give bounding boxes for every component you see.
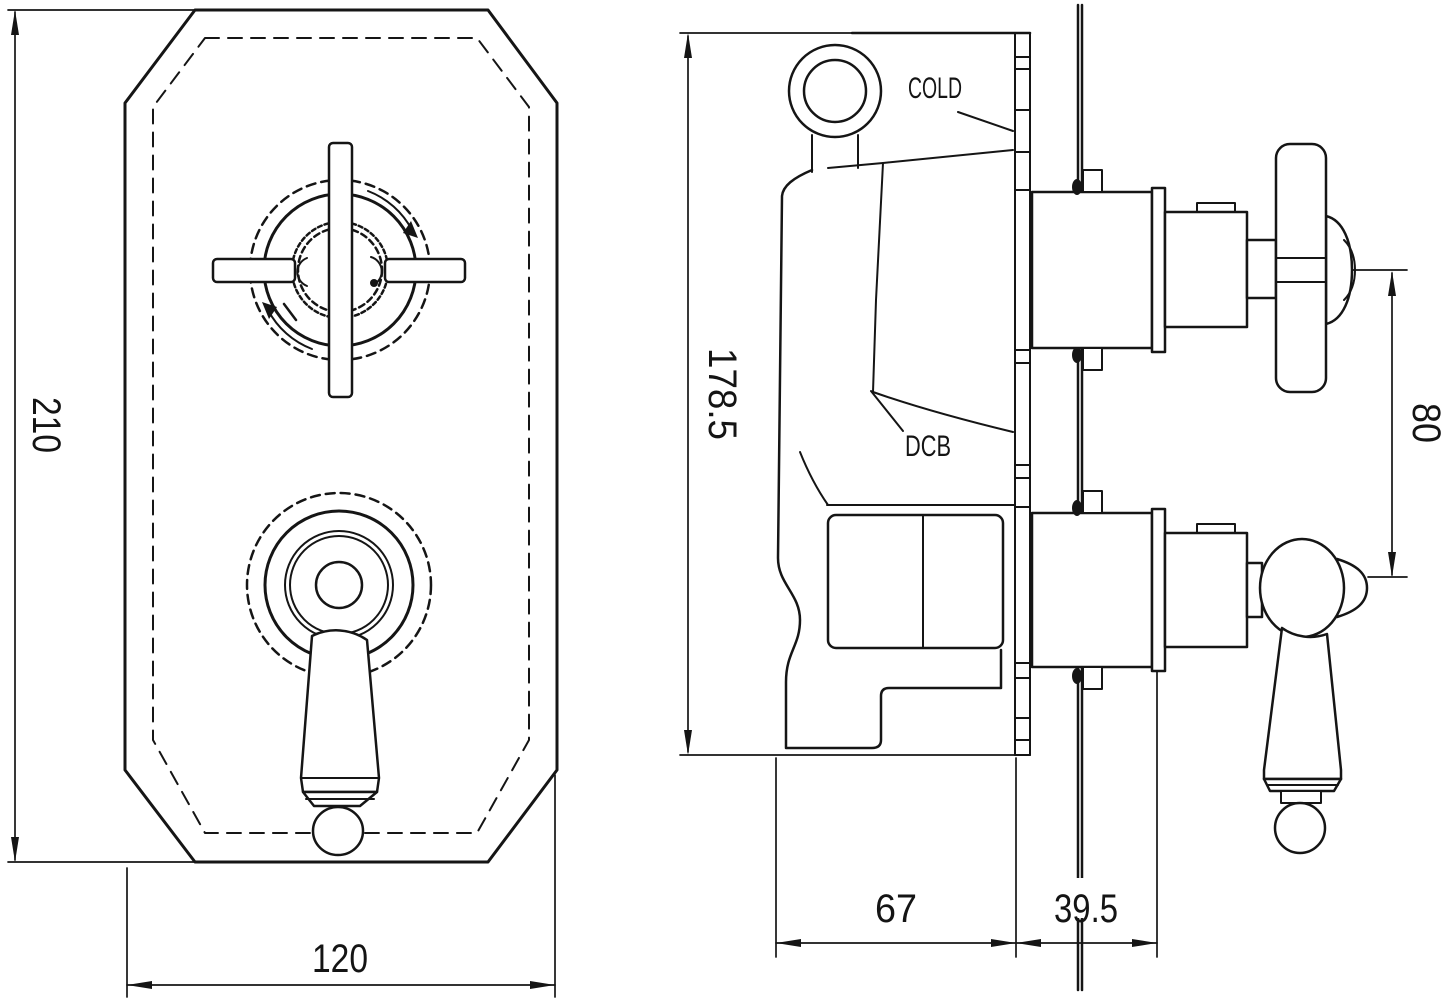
front-view: 210 120 (7, 8, 559, 998)
cartridge-body (1030, 511, 1154, 669)
arrowhead-395-right (1132, 939, 1157, 947)
cross-handle-front (211, 141, 467, 399)
side-view: COLD DCB (679, 3, 1445, 992)
dimension-plate-height: 210 (11, 10, 68, 862)
cross-arm-left (211, 257, 297, 284)
mounting-strip (1014, 32, 1031, 756)
funnel-bottom-line (872, 391, 1014, 433)
arrowhead-178-bottom (684, 730, 692, 755)
funnel-left-line (872, 162, 884, 393)
handle-connector (1245, 238, 1278, 300)
dim-text-plate-width: 120 (312, 937, 368, 981)
cold-inlet-bore (802, 58, 868, 124)
lever-bulb-side (1273, 801, 1327, 855)
hub-tick (282, 302, 298, 322)
cartridge-stem (1163, 531, 1249, 649)
temp-arrowhead-left (262, 302, 277, 319)
arrowhead-210-top (11, 10, 19, 35)
lever-ball (1258, 537, 1346, 639)
hub-mark-left (296, 257, 308, 287)
diverter-cartridge-side (1030, 490, 1369, 855)
seal-dot (1072, 500, 1082, 516)
hub-dot (370, 279, 378, 287)
cartridge-body (1030, 190, 1154, 350)
cartridge-stub-bottom (1082, 347, 1103, 371)
cartridge-stub-top (1082, 490, 1103, 514)
lever-bulb (311, 805, 365, 857)
arrowhead-178-top (684, 33, 692, 58)
lever-grip-side (1262, 626, 1343, 781)
dim-text-body-height: 178.5 (700, 348, 744, 440)
arrowhead-395-left (1016, 939, 1041, 947)
seal-dot (1072, 179, 1082, 195)
dim-text-backing (1052, 878, 1120, 918)
valve-body-side: COLD DCB (776, 31, 1032, 750)
lever-collar-outer (284, 530, 394, 640)
cartridge-stub-top (1082, 169, 1103, 193)
lever-handle-front (245, 491, 433, 857)
dimension-body-height: 178.5 (679, 32, 1031, 756)
arrowhead-67-right (991, 939, 1016, 947)
funnel-step-line (957, 111, 1014, 132)
cross-arm-right (383, 257, 467, 284)
dim-text-trim-depth: 39.5 (1054, 887, 1118, 931)
body-transition-curve (799, 451, 829, 506)
arrowhead-120-right (530, 981, 555, 989)
arrowhead-120-left (127, 981, 152, 989)
wall-plate-outline (123, 8, 559, 864)
dimension-plate-width: 120 (126, 774, 556, 998)
thermostat-cartridge-side (1030, 142, 1356, 394)
body-outline (776, 168, 1003, 750)
dim-text-body-depth: 67 (875, 887, 917, 931)
arrowhead-67-left (776, 939, 801, 947)
lever-neck (1280, 790, 1322, 804)
lever-cap-screw (314, 560, 364, 610)
seal-dot (1072, 347, 1082, 363)
port-leader-line (870, 390, 904, 432)
wall-plate-inner-dashed (152, 37, 530, 834)
funnel-top-line (827, 149, 1014, 169)
cartridge-flange (1150, 186, 1167, 354)
bottom-port-label: DCB (905, 430, 951, 463)
arrowhead-80-top (1388, 271, 1396, 296)
dimension-handle-spacing: 80 (1351, 269, 1445, 578)
cartridge-stem (1163, 210, 1249, 329)
seal-dot (1072, 668, 1082, 684)
cold-port-label: COLD (908, 72, 962, 105)
lever-grip (299, 629, 381, 794)
temp-arrowhead-right (403, 221, 418, 238)
arrowhead-80-bottom (1388, 552, 1396, 577)
cold-inlet-port (787, 43, 883, 139)
dimension-depths: 67 39.5 (775, 671, 1158, 958)
cartridge-flange (1150, 507, 1167, 673)
dim-text-handle-spacing: 80 (1404, 403, 1445, 443)
cartridge-stub-bottom (1082, 666, 1103, 690)
arrowhead-210-bottom (11, 837, 19, 862)
cross-arm-vertical (327, 141, 354, 399)
cross-hub-side (1324, 214, 1354, 326)
cross-handle-side (1274, 142, 1328, 394)
dim-text-plate-height: 210 (24, 397, 68, 453)
union-ticks (1014, 56, 1031, 741)
lever-end-cap (1335, 557, 1369, 619)
lower-body-block (826, 513, 1005, 650)
